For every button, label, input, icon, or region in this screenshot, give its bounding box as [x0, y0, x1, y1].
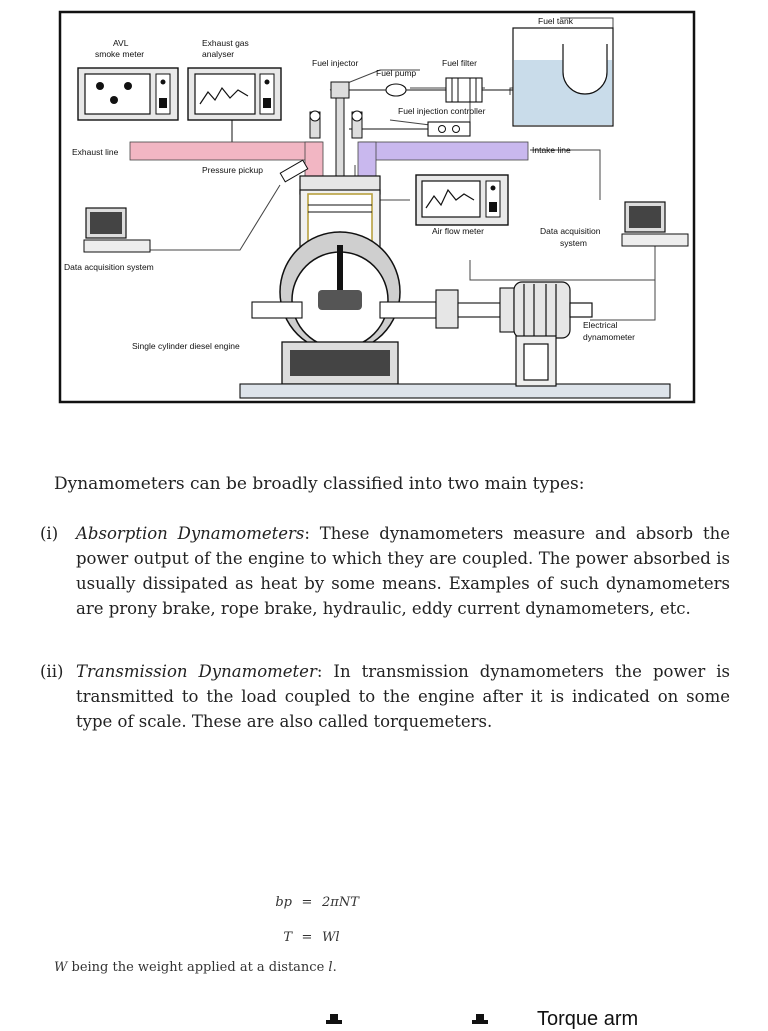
engine-label: Single cylinder diesel engine: [132, 341, 240, 351]
list-item-transmission: (ii) Transmission Dynamometer: In transm…: [40, 659, 730, 734]
fuel-tank-label: Fuel tank: [538, 16, 574, 26]
variable-w: W: [54, 960, 68, 975]
single-cylinder-engine: [239, 175, 671, 399]
coupling-shaft: [435, 287, 515, 333]
das-right-label-line2: system: [560, 238, 587, 248]
air-flow-meter-label: Air flow meter: [432, 226, 484, 236]
avl-smoke-meter: [77, 67, 179, 121]
torque-arm-figure-fragment: [326, 1014, 488, 1024]
intake-line: [357, 141, 529, 183]
torque-arm-label: Torque arm: [537, 1008, 639, 1030]
das-left-label: Data acquisition system: [64, 262, 154, 272]
item-number: (ii): [40, 662, 64, 681]
electrical-dynamometer: [513, 281, 593, 387]
explanation-text: being the weight applied at a distance: [67, 960, 329, 975]
list-item-absorption: (i) Absorption Dynamometers: These dynam…: [40, 521, 730, 621]
equation-operator: =: [301, 930, 313, 945]
item-term: Absorption Dynamometers: [76, 524, 305, 543]
item-description: : These dynamometers measure and absorb …: [76, 524, 730, 618]
item-body: Absorption Dynamometers: These dynamomet…: [76, 521, 730, 621]
analyser-label-line1: Exhaust gas: [202, 38, 249, 48]
exhaust-gas-analyser: [187, 67, 282, 142]
avl-label-line1: AVL: [113, 38, 129, 48]
fuel-injection-controller-label: Fuel injection controller: [398, 106, 486, 116]
fuel-filter-label: Fuel filter: [442, 58, 477, 68]
equation-lhs: bp: [275, 895, 292, 910]
fuel-tank: [512, 27, 614, 127]
engine-test-setup-diagram: Fuel tank AVL smoke meter Exhaust gas an…: [58, 10, 696, 404]
exhaust-line: [129, 141, 324, 183]
dynamometer-label-line1: Electrical: [583, 320, 618, 330]
dynamometer-label-line2: dynamometer: [583, 332, 635, 342]
equation-explanation: W being the weight applied at a distance…: [54, 960, 337, 975]
explanation-end: .: [332, 960, 337, 975]
fuel-injector-label: Fuel injector: [312, 58, 358, 68]
fuel-filter: [445, 77, 513, 103]
equation-rhs: Wl: [322, 930, 340, 945]
data-acquisition-system-left: [83, 207, 151, 253]
equation-rhs: 2πNT: [322, 895, 359, 910]
intro-sentence: Dynamometers can be broadly classified i…: [54, 474, 585, 494]
item-term: Transmission Dynamometer: [76, 662, 317, 681]
item-body: Transmission Dynamometer: In transmissio…: [76, 659, 730, 734]
intake-line-label: Intake line: [532, 145, 571, 155]
data-acquisition-system-right: [621, 201, 689, 247]
exhaust-line-label: Exhaust line: [72, 147, 119, 157]
equation-torque: T = Wl: [262, 930, 340, 945]
pressure-pickup: [279, 159, 309, 183]
item-description: : In transmission dynamometers the power…: [76, 662, 730, 731]
das-right-label-line1: Data acquisition: [540, 226, 601, 236]
equation-operator: =: [301, 895, 313, 910]
fuel-pump: [349, 83, 446, 97]
variable-l: l: [328, 960, 333, 975]
air-flow-meter: [415, 174, 509, 226]
fuel-pump-label: Fuel pump: [376, 68, 416, 78]
equation-brake-power: bp = 2πNT: [262, 895, 359, 910]
avl-label-line2: smoke meter: [95, 49, 144, 59]
valves: [309, 110, 363, 139]
pressure-pickup-label: Pressure pickup: [202, 165, 263, 175]
item-number: (i): [40, 524, 59, 543]
analyser-label-line2: analyser: [202, 49, 234, 59]
equation-lhs: T: [283, 930, 292, 945]
